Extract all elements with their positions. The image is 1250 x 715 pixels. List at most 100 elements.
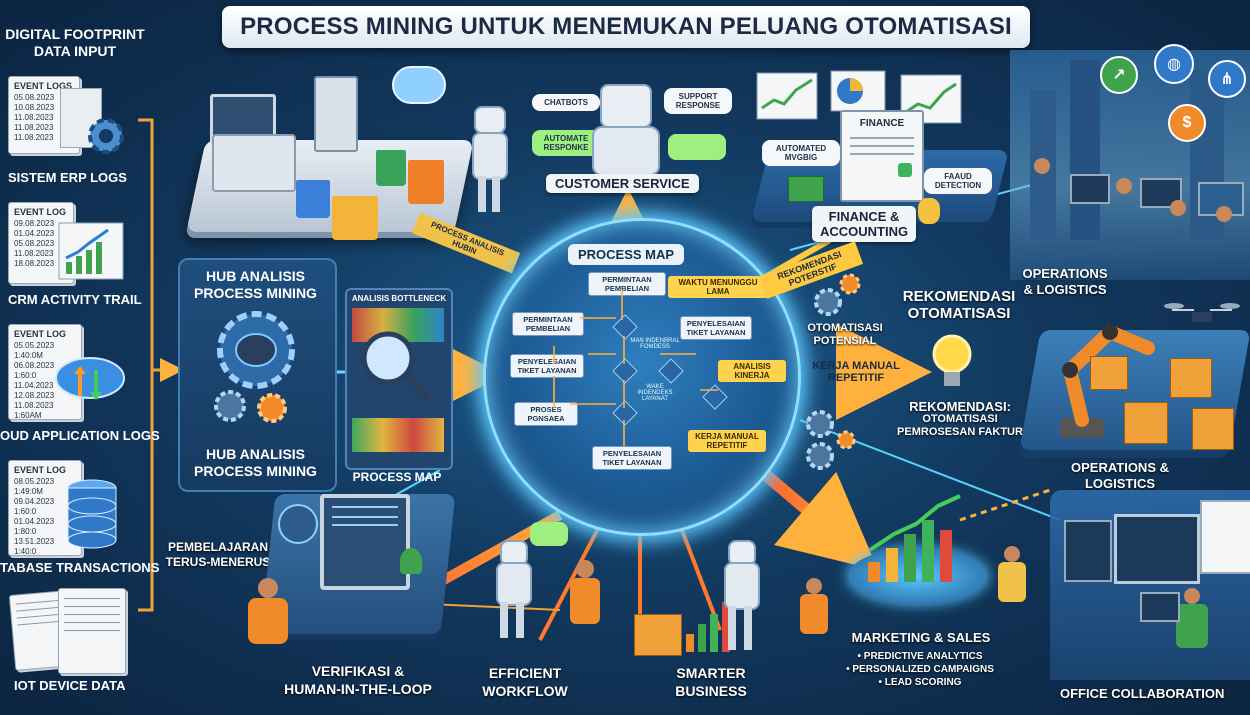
data-input-header: DIGITAL FOOTPRINT DATA INPUT <box>0 26 150 60</box>
person <box>1184 588 1200 604</box>
label-line: EFFICIENT <box>488 665 562 681</box>
service-robot-head <box>600 84 652 128</box>
doc-row: 13.51.2023 1:40:0 <box>14 537 55 556</box>
marketing-list: • PREDICTIVE ANALYTICS • PERSONALIZED CA… <box>820 650 1020 689</box>
label-line: REKOMENDASI: <box>909 399 1011 414</box>
office-pie-chart-icon <box>1200 500 1250 574</box>
rekomendasi-otomatisasi-title: REKOMENDASI OTOMATISASI <box>884 288 1034 322</box>
marketing-item: • LEAD SCORING <box>878 677 962 688</box>
process-node: PENYELESAIAN TIKET LAYANAN <box>592 446 672 470</box>
robot-leg <box>744 606 752 650</box>
person <box>1034 158 1050 174</box>
lightbulb-icon <box>932 334 972 386</box>
magnifier-icon <box>361 331 431 401</box>
label-line: & LOGISTICS <box>1023 282 1107 297</box>
chat-bubble-green <box>668 134 726 160</box>
chat-bubble-green <box>530 522 568 546</box>
growth-chart-icon <box>58 222 124 280</box>
coins-icon <box>918 198 940 224</box>
orange-bin-icon <box>408 160 444 204</box>
label-line: TERUS-MENERUS <box>165 555 271 569</box>
process-flow-arrows <box>553 290 718 446</box>
hub-title-line: HUB ANALISIS <box>205 268 306 284</box>
robot-leg <box>478 176 486 212</box>
efficient-workflow-label: EFFICIENT WORKFLOW <box>470 664 580 700</box>
verification-label: VERIFIKASI & HUMAN-IN-THE-LOOP <box>258 662 458 698</box>
dollar-icon: $ <box>1168 104 1206 142</box>
process-node: PENYELESAIAN TIKET LAYANAN <box>680 316 752 340</box>
person <box>1004 546 1020 562</box>
label-line: SMARTER <box>676 665 746 681</box>
office-monitor-icon <box>1114 514 1200 584</box>
monitor-icon <box>1070 174 1110 204</box>
package-box <box>1192 408 1234 450</box>
growth-bars-icon <box>868 494 961 582</box>
finance-document: FINANCE <box>840 110 924 202</box>
robot-arm-icon <box>1060 323 1155 438</box>
check-icon <box>898 163 912 177</box>
hub-title-line: PROCESS MINING <box>194 285 317 301</box>
printer-icon <box>212 134 296 192</box>
robot-head <box>474 106 506 134</box>
doc-row: 11.08.2023 <box>14 249 54 258</box>
building <box>1070 60 1100 240</box>
doc-row: 05.08.2023 <box>14 239 55 248</box>
person <box>1170 200 1186 216</box>
source-label-database: TABASE TRANSACTIONS <box>0 560 160 575</box>
server-tower-icon <box>314 76 358 152</box>
package-box <box>1124 402 1168 444</box>
doc-row: 09.04.2023 1:60:0 <box>14 497 55 516</box>
person <box>576 560 594 578</box>
heatmap-bottom <box>352 418 444 452</box>
doc-row: 11.08.2023 <box>14 133 54 142</box>
gear-icon <box>88 118 124 154</box>
doc-row: 10.08.2023 <box>14 103 55 112</box>
gears-icon <box>806 410 856 470</box>
note-performance: ANALISIS KINERJA <box>718 360 786 382</box>
hub-title-bottom: HUB ANALISIS PROCESS MINING <box>178 446 333 480</box>
note-manual-work: KERJA MANUAL REPETITIF <box>688 430 766 452</box>
doc-row: 11.08.2023 1:60AM <box>14 557 54 576</box>
doc-row: 09.08.2023 <box>14 219 55 228</box>
person-body <box>570 578 600 624</box>
person-body <box>1176 604 1208 648</box>
person <box>1116 178 1132 194</box>
process-node: PROSES PGNSAEA <box>514 402 578 426</box>
finance-label: FINANCE & ACCOUNTING <box>812 206 917 242</box>
robot-leg <box>728 606 736 650</box>
note-waiting-time: WAKTU MENUNGGU LAMA <box>668 276 768 298</box>
source-label-cloud: OUD APPLICATION LOGS <box>0 428 160 443</box>
workstation-monitor-icon <box>320 494 410 590</box>
label-line: REPETITIF <box>827 372 885 384</box>
hub-title-top: HUB ANALISIS PROCESS MINING <box>178 268 333 302</box>
person <box>258 578 278 598</box>
data-input-header-line1: DIGITAL FOOTPRINT <box>5 26 145 42</box>
support-response-bubble: SUPPORT RESPONSE <box>664 88 732 114</box>
tiny-caption: MAN INDENBRAL FOMDESS <box>630 338 680 350</box>
label-line: VERIFIKASI & <box>311 663 405 679</box>
brain-gear-icon <box>214 311 295 423</box>
person-body <box>998 562 1026 602</box>
operations-logistics-bottom-label: OPERATIONS & LOGISTICS <box>1050 460 1190 492</box>
doc-row: 05.08.2023 <box>14 93 55 102</box>
robot-leg <box>500 602 508 638</box>
robot-leg <box>492 176 500 212</box>
bottleneck-panel-title: ANALISIS BOTTLENECK <box>351 294 447 303</box>
label-line: OTOMATISASI <box>922 413 998 425</box>
marketing-item: • PERSONALIZED CAMPAIGNS <box>846 664 994 675</box>
rekomendasi-detail: REKOMENDASI: OTOMATISASI PEMROSESAN FAKT… <box>890 400 1030 439</box>
blue-bin-icon <box>296 180 330 218</box>
line-chart-icon <box>756 72 818 120</box>
bottleneck-panel-label: PROCESS MAP <box>352 470 442 484</box>
cloud-sync-icon <box>55 357 125 400</box>
continuous-learning-label: PEMBELAJARAN TERUS-MENERUS <box>158 540 278 570</box>
page-title: PROCESS MINING UNTUK MENEMUKAN PELUANG O… <box>222 6 1030 48</box>
process-map-title: PROCESS MAP <box>568 244 685 265</box>
robot-body <box>724 562 760 610</box>
doc-row: 11.08.2023 <box>14 113 54 122</box>
package-box <box>1170 358 1212 398</box>
customer-service-label: CUSTOMER SERVICE <box>546 174 699 193</box>
tiny-caption: WAKE INDENDEKS LAYANAT <box>637 384 673 402</box>
process-node: PERMINTAAN PEMBELIAN <box>588 272 666 296</box>
doc-row: 11.04.2023 <box>14 381 54 390</box>
